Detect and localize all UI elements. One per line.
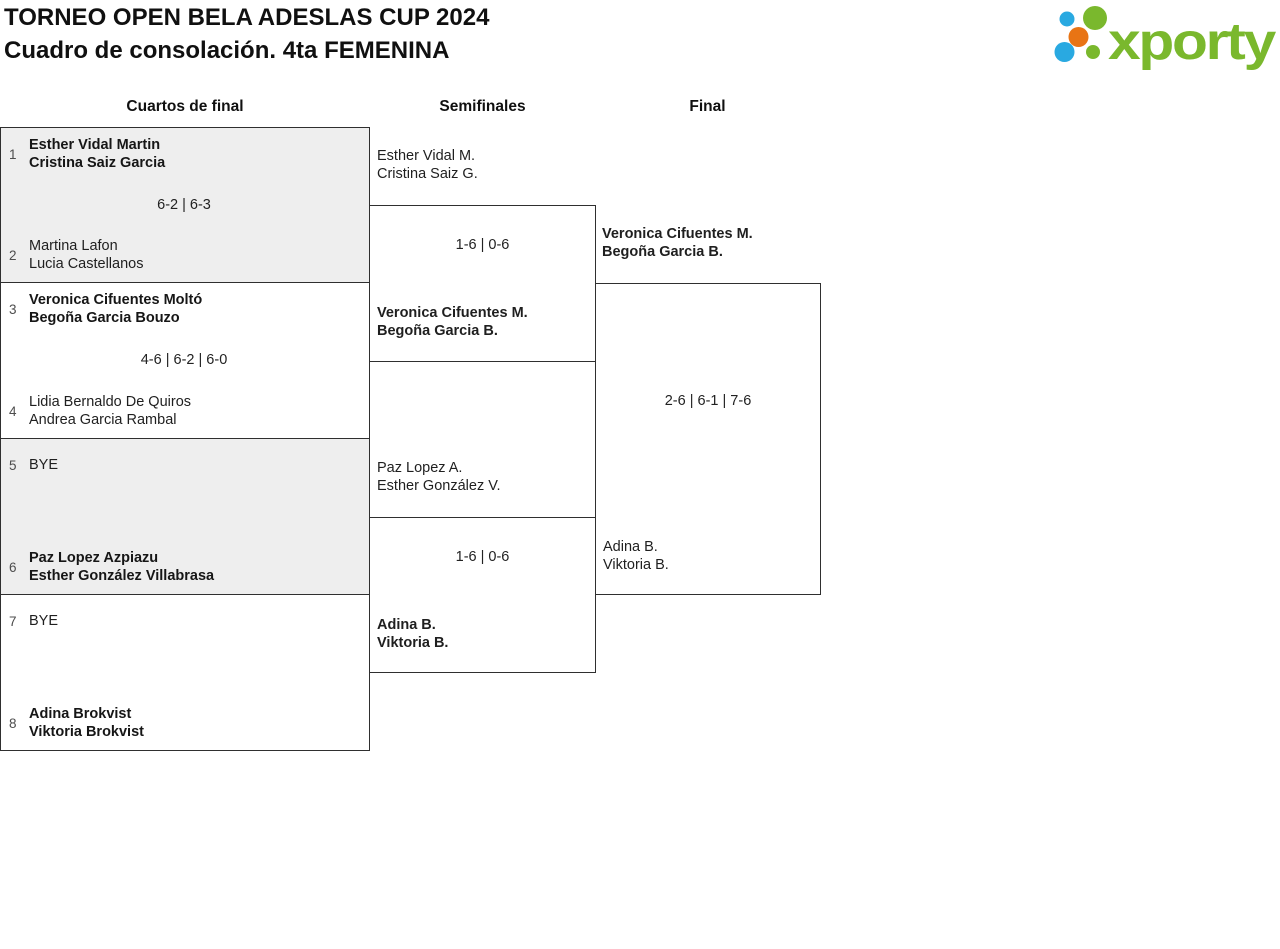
quarterfinal-match-3: 5 BYE 6 Paz Lopez Azpiazu Esther Gonzále… [0, 438, 370, 595]
player-name-line: Adina B. [603, 539, 658, 555]
xporty-logo[interactable]: xporty [1046, 3, 1278, 75]
logo-dot-orange [1068, 27, 1089, 47]
team-entry-seed-4: 4 Lidia Bernaldo De Quiros Andrea Garcia… [9, 393, 359, 429]
semifinal-1-top-team: Esther Vidal M. Cristina Saiz G. [377, 147, 478, 183]
player-name-line: Begoña Garcia B. [602, 244, 723, 260]
logo-dot-green-small [1086, 45, 1100, 59]
match-score: 6-2 | 6-3 [157, 196, 211, 213]
player-name-line: Lucia Castellanos [29, 256, 144, 272]
match-score [9, 663, 359, 681]
round-header-final: Final [689, 98, 726, 115]
match-score [9, 507, 359, 525]
final-match: 2-6 | 6-1 | 7-6 Adina B. Viktoria B. [595, 283, 821, 595]
semifinal-1-bottom-team: Veronica Cifuentes M. Begoña Garcia B. [377, 304, 528, 340]
team-entry-seed-5: 5 BYE [9, 447, 359, 483]
player-name-line: Viktoria B. [377, 635, 449, 651]
semifinal-match-1: 1-6 | 0-6 Veronica Cifuentes M. Begoña G… [369, 205, 596, 362]
player-name-line: Esther González V. [377, 478, 501, 494]
quarterfinal-match-4: 7 BYE 8 Adina Brokvist Viktoria Brokvist [0, 594, 370, 751]
seed-number: 8 [9, 715, 17, 731]
team-names: Adina Brokvist Viktoria Brokvist [29, 705, 144, 741]
team-entry-seed-6: 6 Paz Lopez Azpiazu Esther González Vill… [9, 549, 359, 585]
bye-label: BYE [29, 613, 59, 629]
seed-number: 1 [9, 146, 17, 162]
player-name-line: Andrea Garcia Rambal [29, 412, 177, 428]
player-name-line: Adina B. [377, 617, 436, 633]
team-names: Lidia Bernaldo De Quiros Andrea Garcia R… [29, 393, 191, 429]
team-names: BYE [29, 456, 58, 474]
match-score: 2-6 | 6-1 | 7-6 [664, 393, 752, 409]
team-names: Veronica Cifuentes Moltó Begoña Garcia B… [29, 291, 202, 327]
player-name-line: Adina Brokvist [29, 706, 132, 722]
team-names: BYE [29, 612, 58, 630]
player-name-line: Esther González Villabrasa [29, 568, 215, 584]
final-top-team: Veronica Cifuentes M. Begoña Garcia B. [602, 225, 753, 261]
bye-label: BYE [29, 457, 59, 473]
seed-number: 3 [9, 301, 17, 317]
quarterfinal-match-1: 1 Esther Vidal Martin Cristina Saiz Garc… [0, 127, 370, 283]
player-name-line: Viktoria Brokvist [29, 724, 144, 740]
match-score: 1-6 | 0-6 [455, 549, 510, 565]
semifinal-2-bottom-team: Adina B. Viktoria B. [377, 616, 448, 652]
player-name-line: Cristina Saiz Garcia [29, 155, 166, 171]
round-header-cuartos: Cuartos de final [126, 98, 244, 115]
team-names: Martina Lafon Lucia Castellanos [29, 237, 143, 273]
seed-number: 7 [9, 613, 17, 629]
player-name-line: Cristina Saiz G. [377, 166, 478, 182]
player-name-line: Esther Vidal M. [377, 148, 476, 164]
seed-number: 4 [9, 403, 17, 419]
player-name-line: Martina Lafon [29, 238, 118, 254]
match-score: 1-6 | 0-6 [455, 237, 510, 253]
bracket-subtitle: Cuadro de consolación. 4ta FEMENINA [4, 37, 450, 64]
seed-number: 5 [9, 457, 17, 473]
logo-dot-green-large [1083, 6, 1107, 30]
player-name-line: Veronica Cifuentes M. [602, 226, 753, 242]
logo-dot-blue-small [1059, 11, 1075, 27]
logo-wordmark: xporty [1108, 13, 1276, 71]
tournament-title: TORNEO OPEN BELA ADESLAS CUP 2024 [4, 4, 490, 31]
logo-wordmark-group: xporty [1108, 13, 1278, 71]
player-name-line: Viktoria B. [603, 557, 669, 573]
player-name-line: Veronica Cifuentes M. [377, 305, 528, 321]
team-entry-seed-3: 3 Veronica Cifuentes Moltó Begoña Garcia… [9, 291, 359, 327]
team-entry-seed-1: 1 Esther Vidal Martin Cristina Saiz Garc… [9, 136, 359, 172]
team-names: Esther Vidal Martin Cristina Saiz Garcia [29, 136, 165, 172]
round-header-semifinales: Semifinales [439, 98, 526, 115]
xporty-logo-icon: xporty [1054, 6, 1278, 71]
player-name-line: Esther Vidal Martin [29, 137, 161, 153]
semifinal-match-2: 1-6 | 0-6 Adina B. Viktoria B. [369, 517, 596, 673]
team-entry-seed-7: 7 BYE [9, 603, 359, 639]
player-name-line: Begoña Garcia B. [377, 323, 498, 339]
team-entry-seed-8: 8 Adina Brokvist Viktoria Brokvist [9, 705, 359, 741]
semifinal-2-top-team: Paz Lopez A. Esther González V. [377, 459, 501, 495]
team-names: Paz Lopez Azpiazu Esther González Villab… [29, 549, 214, 585]
logo-dot-blue-large [1054, 42, 1075, 62]
match-score: 4-6 | 6-2 | 6-0 [140, 352, 228, 368]
player-name-line: Lidia Bernaldo De Quiros [29, 394, 192, 410]
page-title: TORNEO OPEN BELA ADESLAS CUP 2024 Cuadro… [4, 1, 489, 67]
quarterfinal-match-2: 3 Veronica Cifuentes Moltó Begoña Garcia… [0, 282, 370, 439]
player-name-line: Begoña Garcia Bouzo [29, 310, 180, 326]
team-entry-seed-2: 2 Martina Lafon Lucia Castellanos [9, 237, 359, 273]
seed-number: 6 [9, 559, 17, 575]
player-name-line: Paz Lopez A. [377, 460, 463, 476]
final-bottom-team: Adina B. Viktoria B. [603, 538, 669, 574]
player-name-line: Paz Lopez Azpiazu [29, 550, 159, 566]
seed-number: 2 [9, 247, 17, 263]
player-name-line: Veronica Cifuentes Moltó [29, 292, 203, 308]
